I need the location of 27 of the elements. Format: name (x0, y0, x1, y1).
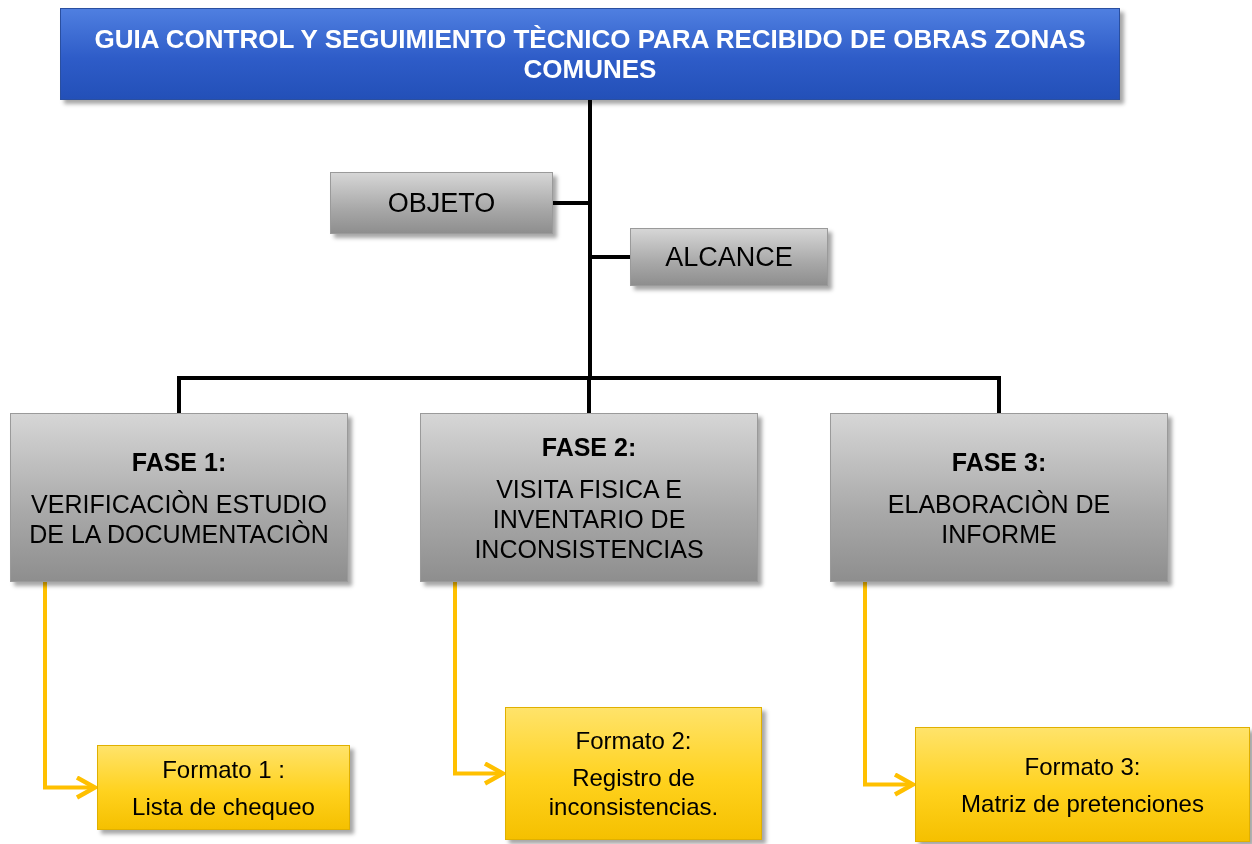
topic-box (330, 172, 553, 234)
box-text: Matriz de pretenciones (961, 788, 1204, 818)
phase-box (10, 413, 348, 582)
box-text: Lista de chequeo (132, 791, 315, 821)
box-heading: FASE 2: (541, 431, 637, 462)
box-heading: FASE 3: (951, 446, 1047, 477)
box-text: GUIA CONTROL Y SEGUIMIENTO TÈCNICO PARA RECIBIDO DE OBRAS ZONAS COMUNES (93, 24, 1087, 84)
arrow (43, 582, 98, 800)
box-text: OBJETO (387, 186, 496, 220)
title-box (60, 8, 1120, 100)
box-text: Registro de inconsistencias. (547, 763, 720, 821)
box-text: VISITA FISICA E INVENTARIO DE INCONSISTENCIAS (473, 473, 705, 564)
box-heading: Formato 2: (575, 726, 692, 755)
format-box (915, 727, 1250, 842)
format-box (505, 707, 762, 840)
format-box (97, 745, 350, 830)
box-text: ALCANCE (665, 240, 793, 274)
arrow (863, 582, 916, 797)
topic-box (630, 228, 828, 286)
phase-box (420, 413, 758, 582)
box-heading: Formato 1 : (162, 754, 285, 784)
phase-box (830, 413, 1168, 582)
box-text: ELABORACIÒN DE INFORME (886, 488, 1112, 549)
box-heading: FASE 1: (131, 446, 227, 477)
box-heading: Formato 3: (1024, 751, 1141, 781)
arrow (453, 582, 506, 786)
box-text: VERIFICACIÒN ESTUDIO DE LA DOCUMENTACIÒN (28, 488, 330, 549)
